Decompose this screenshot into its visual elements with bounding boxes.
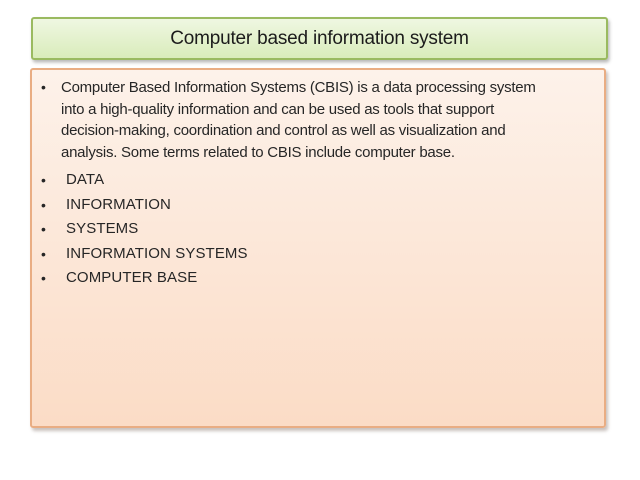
list-item-label: INFORMATION [66,195,171,213]
list-item-label: COMPUTER BASE [66,269,198,287]
list-item-label: DATA [66,171,105,188]
list-item: • DATA [40,168,600,193]
list-item-label: SYSTEMS [66,220,139,238]
bullet-marker: • [41,245,47,262]
bullet-marker: • [41,270,47,287]
list-item: • INFORMATION SYSTEMS [40,242,600,267]
list-item: • SYSTEMS [40,217,600,242]
list-item: • COMPUTER BASE [40,266,600,291]
bullet-marker: • [41,221,47,238]
list-item: • INFORMATION [40,193,600,218]
bullet-marker: • [41,79,46,95]
list-item-paragraph: • Computer Based Information Systems (CB… [40,77,600,163]
title-box: Computer based information system [31,17,608,60]
bullet-list: • Computer Based Information Systems (CB… [40,77,600,291]
slide-title: Computer based information system [170,27,469,49]
paragraph-text: Computer Based Information Systems (CBIS… [61,79,536,161]
content-box: • Computer Based Information Systems (CB… [30,68,606,428]
bullet-marker: • [41,196,47,213]
list-item-label: INFORMATION SYSTEMS [66,244,248,262]
bullet-marker: • [41,172,47,188]
